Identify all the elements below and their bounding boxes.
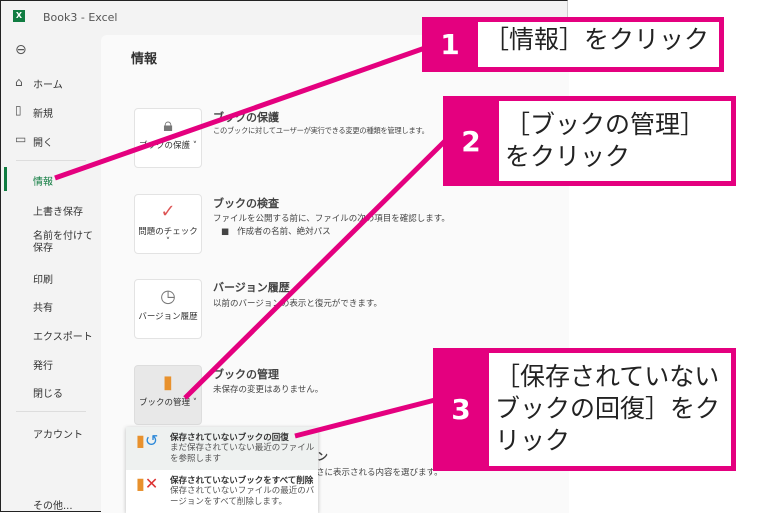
excel-window: X Book3 - Excel ⊖ ⌂ ホーム ▯ 新規 ▭ 開く 情報 上書き…: [0, 0, 569, 513]
callout-number: 3: [451, 393, 471, 426]
divider: [16, 411, 86, 412]
sidebar-item-more[interactable]: その他...: [33, 501, 73, 512]
menu-item-recover-unsaved[interactable]: ▮↺ 保存されていないブックの回復 まだ保存されていない最近のファイルを参照しま…: [126, 427, 318, 470]
callout-line-1: [54, 45, 426, 181]
section-desc: 以前のバージョンの表示と復元ができます。: [213, 299, 382, 309]
sidebar-item-export[interactable]: エクスポート: [33, 332, 93, 343]
divider: [16, 160, 86, 161]
sidebar-item-close[interactable]: 閉じる: [33, 389, 63, 400]
version-history-button[interactable]: ◷ バージョン履歴: [134, 279, 202, 339]
sidebar-item-share[interactable]: 共有: [33, 303, 53, 314]
home-icon: ⌂: [15, 75, 23, 89]
sidebar-item-save-as[interactable]: 名前を付けて保存: [33, 231, 93, 254]
window-title: Book3 - Excel: [43, 11, 118, 24]
callout-text: ［情報］をクリック: [478, 22, 719, 67]
callout-1: 1 ［情報］をクリック: [422, 17, 724, 72]
callout-3: 3 ［保存されていないブックの回復］をクリック: [433, 348, 736, 471]
sidebar-item-publish[interactable]: 発行: [33, 361, 53, 372]
callout-text: ［ブックの管理］をクリック: [499, 101, 731, 181]
section-desc: このブックに対してユーザーが実行できる変更の種類を管理します。: [213, 126, 429, 135]
backstage-sidebar: ⊖ ⌂ ホーム ▯ 新規 ▭ 開く 情報 上書き保存 名前を付けて保存 印刷 共…: [1, 35, 101, 513]
folder-open-icon: ▭: [15, 132, 27, 146]
delete-icon: ▮✕: [136, 474, 159, 493]
callout-number: 1: [440, 28, 460, 61]
history-icon: ◷: [160, 286, 176, 307]
sidebar-item-info[interactable]: 情報: [33, 177, 53, 188]
section-desc: ファイルを公開する前に、ファイルの次の項目を確認します。: [213, 214, 450, 224]
section-desc: 未保存の変更はありません。: [213, 385, 324, 395]
bullet-item: ■ 作成者の名前、絶対パス: [221, 227, 331, 237]
sidebar-item-print[interactable]: 印刷: [33, 275, 53, 286]
sidebar-item-open[interactable]: 開く: [33, 138, 53, 149]
section-desc: さに表示される内容を選びます。: [316, 468, 443, 478]
active-indicator: [4, 167, 7, 191]
recover-icon: ▮↺: [136, 431, 159, 450]
page-title: 情報: [131, 52, 158, 67]
inspect-icon: ✓: [160, 201, 176, 222]
section-title: ブックの管理: [213, 368, 279, 381]
manage-workbook-menu: ▮↺ 保存されていないブックの回復 まだ保存されていない最近のファイルを参照しま…: [126, 427, 318, 513]
callout-text: ［保存されていないブックの回復］をクリック: [489, 353, 731, 466]
section-title: バージョン履歴: [213, 281, 290, 294]
lock-icon: 🔒︎: [163, 115, 173, 136]
section-title: ブックの検査: [213, 197, 279, 210]
callout-line-3: [294, 397, 436, 439]
check-issues-button[interactable]: ✓ 問題のチェック ˅: [134, 194, 202, 254]
back-arrow-icon[interactable]: ⊖: [15, 42, 27, 58]
sidebar-item-account[interactable]: アカウント: [33, 430, 83, 441]
sidebar-item-save[interactable]: 上書き保存: [33, 207, 83, 218]
callout-2: 2 ［ブックの管理］をクリック: [443, 96, 736, 186]
manage-workbook-button[interactable]: ▮ ブックの管理 ˅: [134, 365, 202, 425]
menu-item-delete-unsaved[interactable]: ▮✕ 保存されていないブックをすべて削除 保存されていないファイルの最近のバージ…: [136, 474, 315, 508]
callout-line-2: [183, 138, 448, 400]
sidebar-item-new[interactable]: 新規: [33, 109, 53, 120]
new-document-icon: ▯: [15, 103, 22, 117]
manage-workbook-icon: ▮: [163, 372, 173, 393]
excel-icon: X: [13, 10, 25, 22]
sidebar-item-home[interactable]: ホーム: [33, 80, 63, 91]
title-bar: X Book3 - Excel: [1, 1, 569, 35]
callout-number: 2: [461, 124, 481, 158]
